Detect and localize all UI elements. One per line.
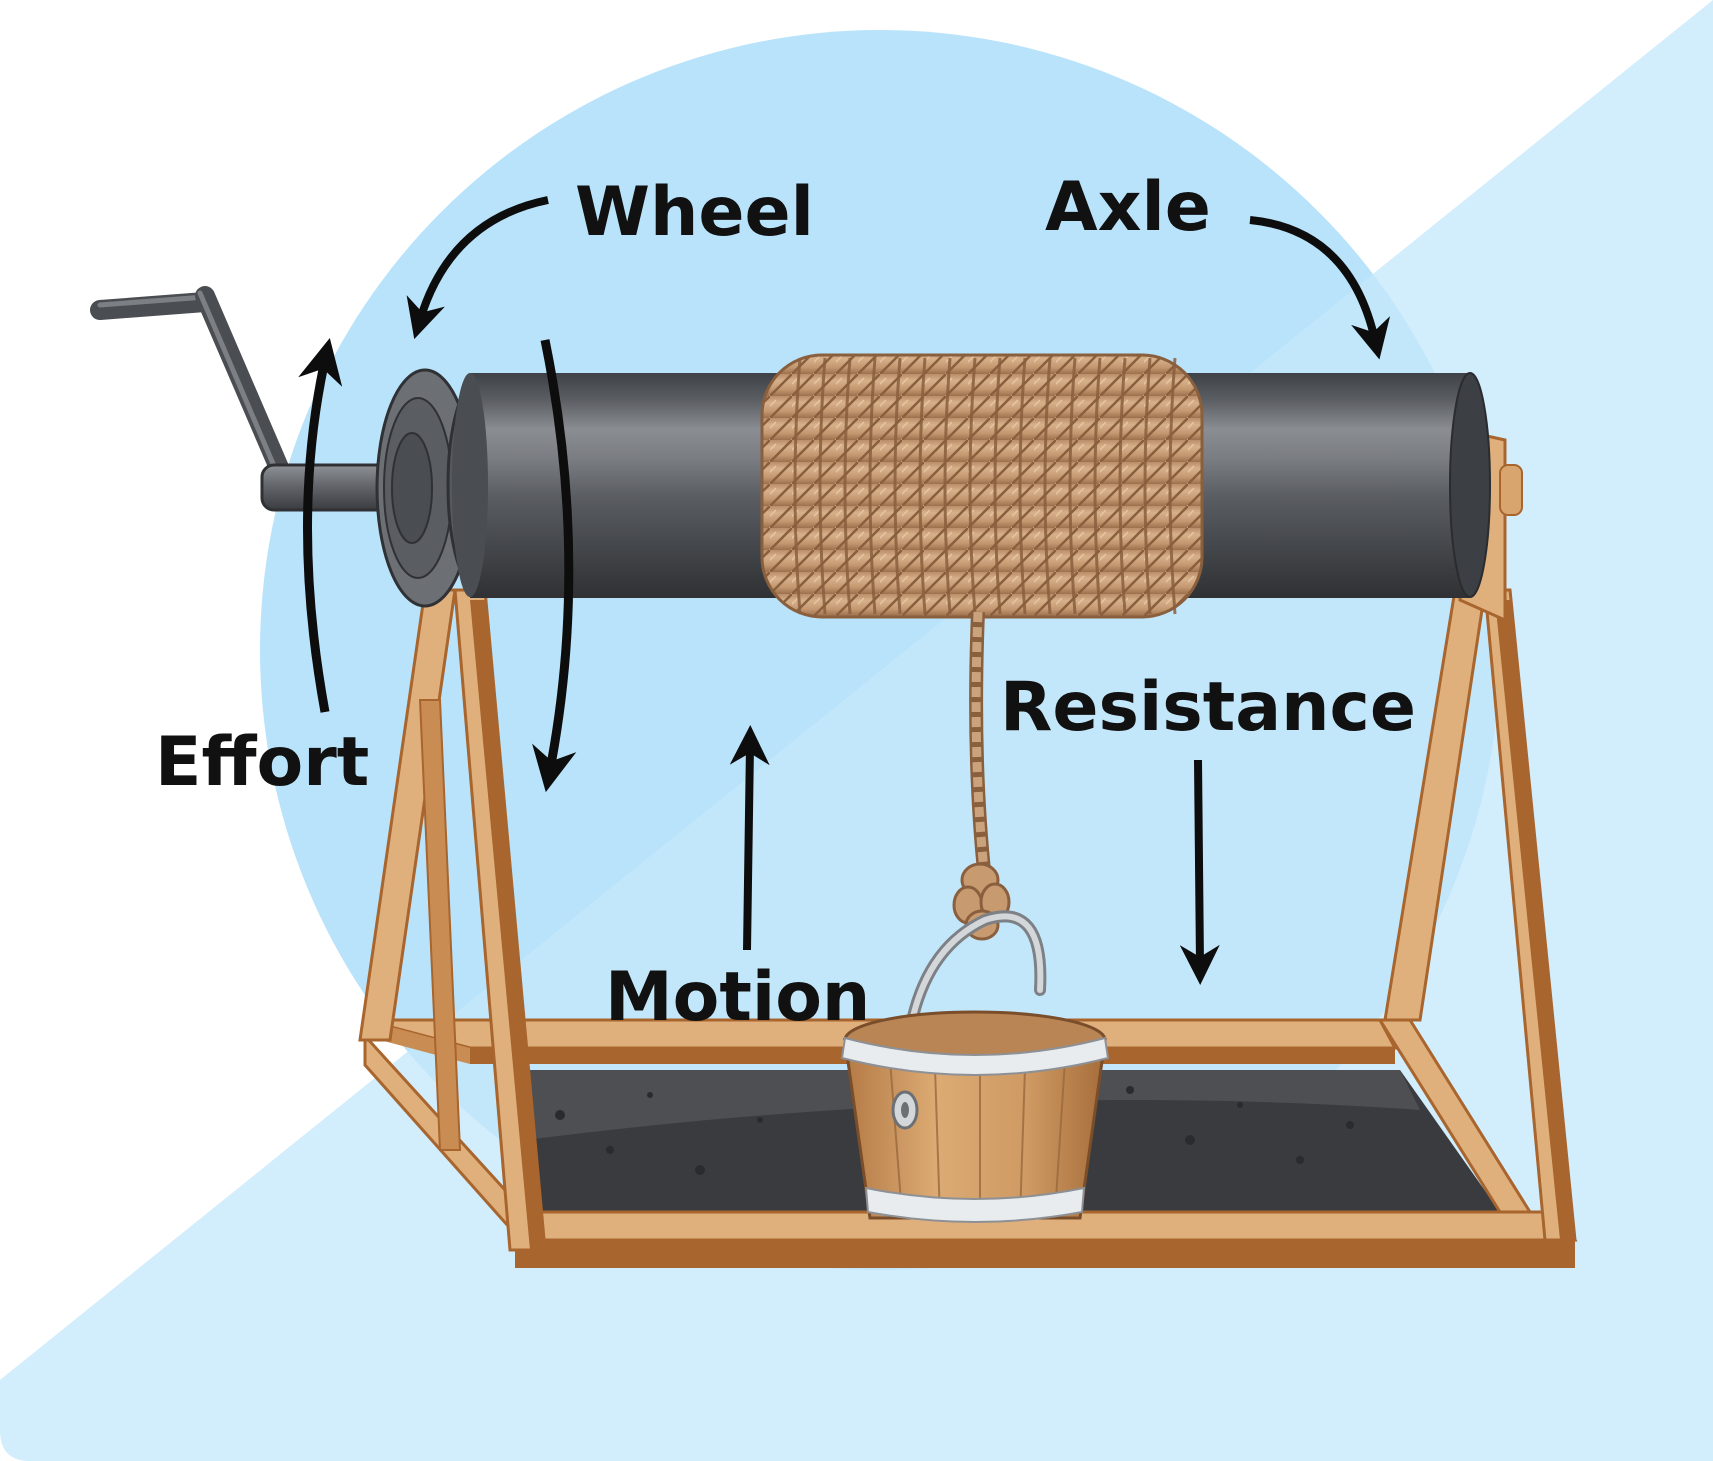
resistance-arrow: [1179, 759, 1220, 985]
effort-label: Effort: [155, 723, 369, 802]
motion-arrow: [729, 725, 770, 951]
crank-handle: [90, 286, 414, 512]
resistance-label: Resistance: [1000, 668, 1416, 747]
wheel-label: Wheel: [575, 173, 814, 252]
rotation-arrow: [532, 339, 577, 793]
motion-label: Motion: [605, 958, 870, 1037]
bucket: [840, 910, 1110, 1223]
effort-arrow: [298, 338, 343, 713]
axle-arrow: [1249, 216, 1391, 360]
hanging-rope: [952, 611, 1011, 941]
axle-label: Axle: [1045, 168, 1211, 247]
arrows: [298, 196, 1391, 985]
wheel-arrow: [406, 196, 549, 340]
rope-coil: [760, 353, 1204, 619]
well-pit-highlight: [525, 1070, 1420, 1140]
pit-speckles: [555, 1086, 1354, 1184]
right-support-frame: [1383, 428, 1577, 1242]
